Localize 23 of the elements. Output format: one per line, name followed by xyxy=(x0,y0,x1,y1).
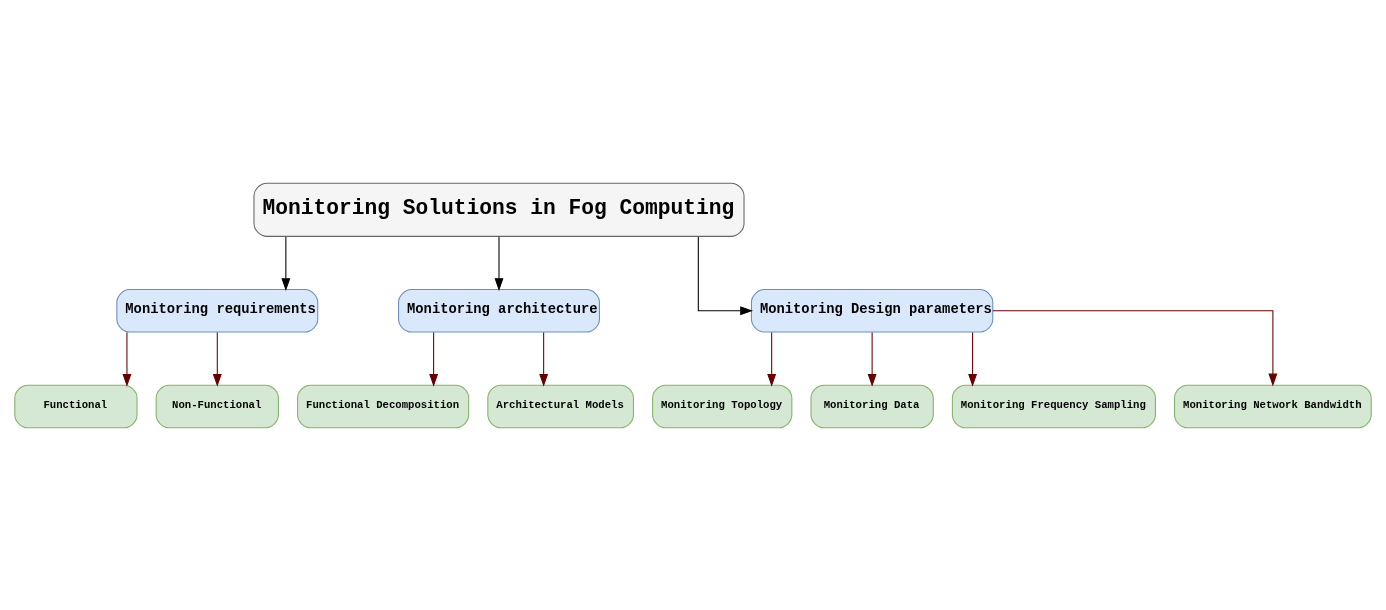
arrow xyxy=(122,331,132,387)
arrow xyxy=(992,309,1278,386)
arrow xyxy=(212,331,222,387)
node-box: Monitoring Design parameters xyxy=(750,288,994,333)
node-box: Monitoring architecture xyxy=(398,288,600,333)
arrow xyxy=(539,331,549,387)
arrow xyxy=(429,331,439,387)
node-box: Monitoring Data xyxy=(810,384,934,428)
arrow xyxy=(867,331,877,387)
arrow xyxy=(767,331,777,387)
node-box: Functional Decomposition xyxy=(297,384,470,428)
node-box: Monitoring Frequency Sampling xyxy=(951,384,1156,428)
arrow xyxy=(697,235,753,315)
node-box: Monitoring Solutions in Fog Computing xyxy=(253,182,745,237)
arrow xyxy=(968,331,978,387)
node-box: Non-Functional xyxy=(155,384,279,428)
arrow xyxy=(281,235,291,291)
node-box: Monitoring Topology xyxy=(652,384,793,428)
arrow xyxy=(494,235,504,291)
node-box: Functional xyxy=(14,384,138,428)
node-box: Monitoring requirements xyxy=(116,288,319,333)
node-box: Architectural Models xyxy=(487,384,634,428)
node-box: Monitoring Network Bandwidth xyxy=(1174,384,1372,428)
